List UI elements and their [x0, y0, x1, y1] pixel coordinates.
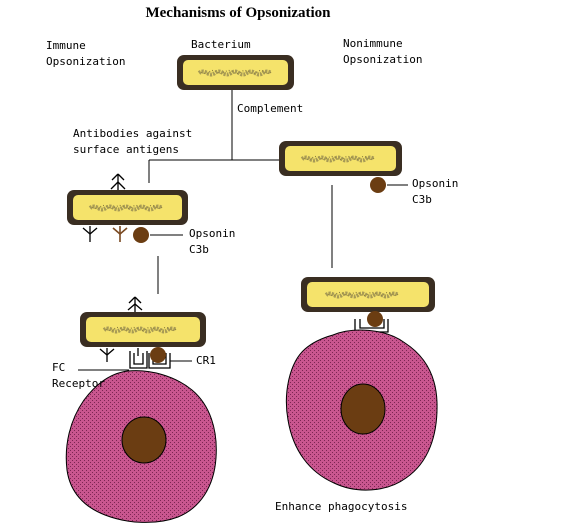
fc-receptor-icon [129, 348, 148, 369]
bacterium-top [177, 55, 294, 90]
nonimmune-label-line1: Nonimmune [343, 37, 403, 50]
immune-label-line1: Immune [46, 39, 86, 52]
bacterium-right [279, 141, 402, 176]
antibody-top-lower-icon [127, 296, 143, 312]
opsonin-left-label-line2: C3b [189, 243, 209, 256]
opsonin-c3b-right [370, 177, 386, 193]
antibody-fc-bound-icon [99, 348, 115, 362]
antibody-top-icon [110, 173, 126, 190]
antibody-bottom-icon [82, 226, 98, 242]
immune-label-line2: Opsonization [46, 55, 125, 68]
opsonin-right-label-line2: C3b [412, 193, 432, 206]
bacterium-label: Bacterium [191, 38, 251, 51]
antibody-bound-icon [112, 226, 128, 242]
fc-label-line1: FC [52, 361, 65, 374]
opsonin-bound-right [367, 311, 383, 327]
nucleus-right [340, 383, 386, 435]
opsonin-right-label-line1: Opsonin [412, 177, 458, 190]
bacterium-right-bound [301, 277, 435, 312]
antibodies-label-line1: Antibodies against [73, 127, 192, 140]
opsonin-left-label-line1: Opsonin [189, 227, 235, 240]
bacterium-left-bound [80, 312, 206, 347]
bacterium-left-antibody [67, 190, 188, 225]
opsonin-c3b-left [133, 227, 149, 243]
nonimmune-label-line2: Opsonization [343, 53, 422, 66]
fc-label-line2: Receptor [52, 377, 105, 390]
opsonin-bound-left [150, 347, 166, 363]
complement-connector [148, 90, 280, 183]
enhance-phagocytosis-label: Enhance phagocytosis [275, 500, 407, 513]
complement-label: Complement [237, 102, 303, 115]
diagram-title: Mechanisms of Opsonization [145, 5, 331, 21]
antibodies-label-line2: surface antigens [73, 143, 179, 156]
cr1-label: CR1 [196, 354, 216, 367]
nucleus-left [121, 416, 167, 464]
